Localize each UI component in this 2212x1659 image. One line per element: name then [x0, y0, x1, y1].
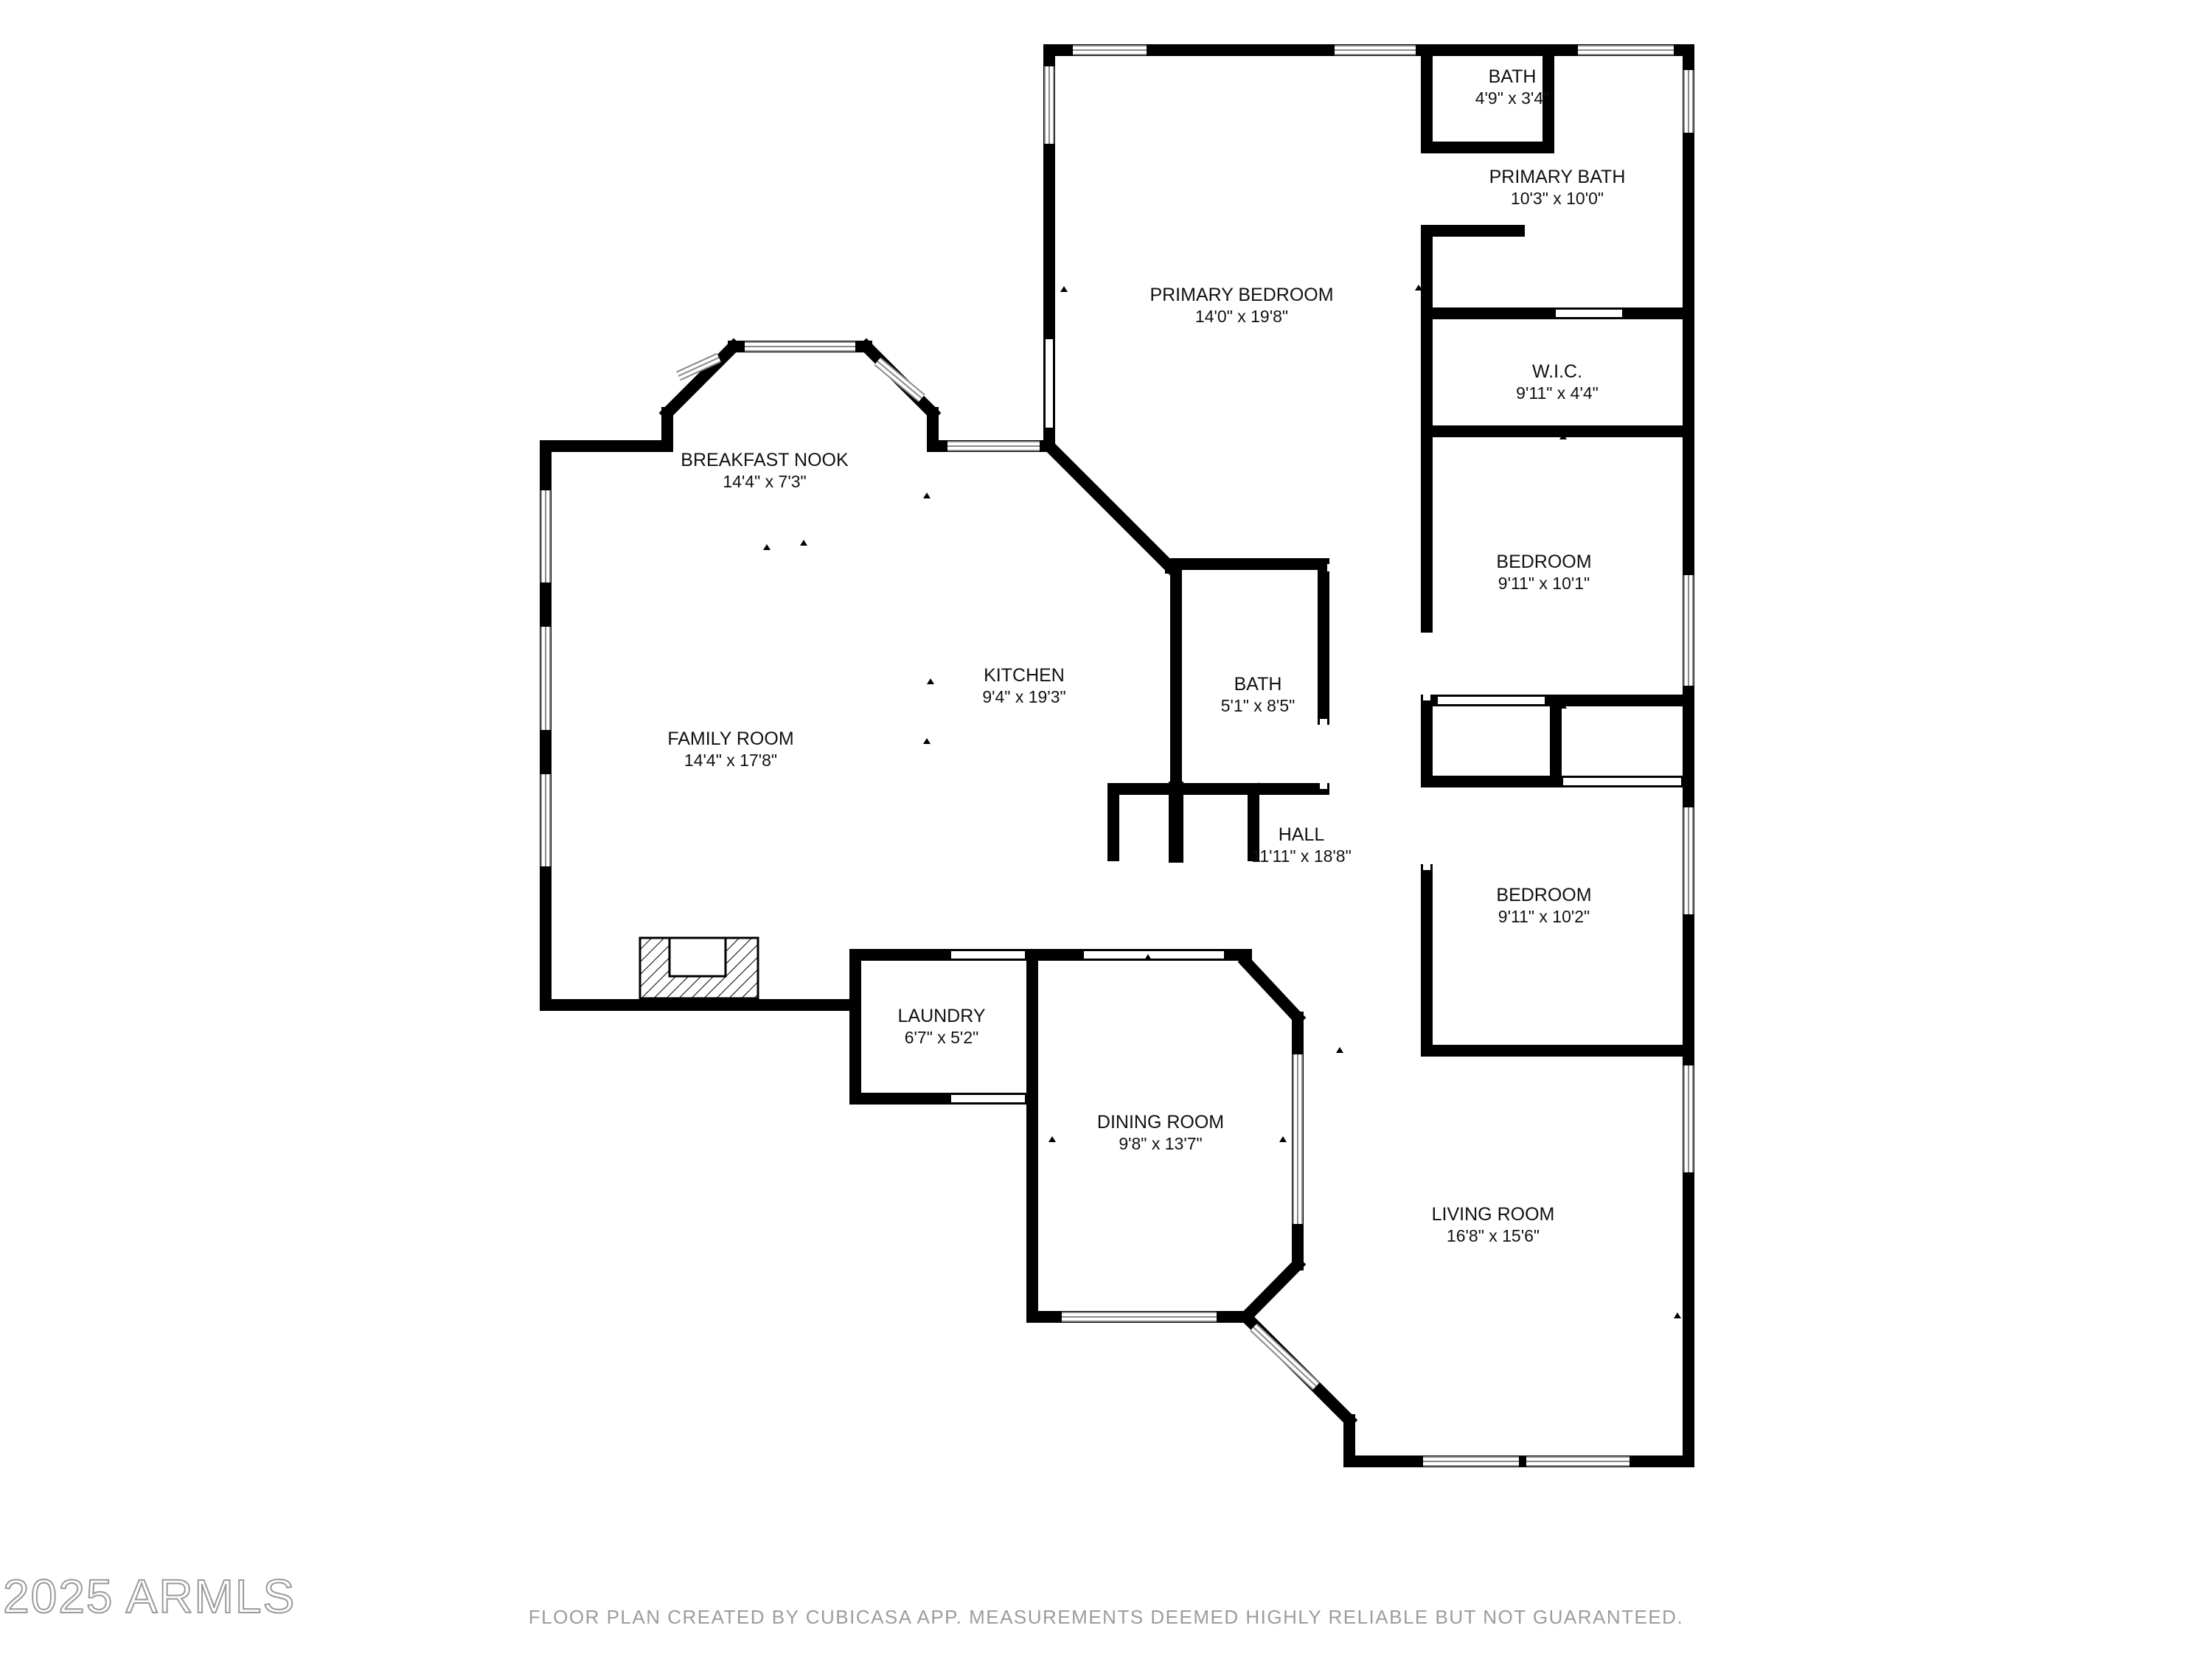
door-marker [1523, 1049, 1530, 1055]
door-marker [1425, 1013, 1432, 1019]
door-marker [1415, 285, 1422, 291]
room-laundry: LAUNDRY 6'7" x 5'2" [897, 1006, 985, 1047]
room-hall: HALL 11'11" x 18'8" [1251, 824, 1352, 866]
room-living-room: LIVING ROOM 16'8" x 15'6" [1432, 1204, 1555, 1245]
watermark: 2025 ARMLS [2, 1569, 296, 1624]
door-marker [923, 493, 931, 498]
door-marker [1425, 897, 1432, 902]
door-marker [923, 738, 931, 744]
window [678, 357, 720, 377]
room-wic: W.I.C. 9'11" x 4'4" [1516, 361, 1599, 403]
wall-segment [658, 338, 742, 422]
door-marker [1425, 566, 1432, 572]
room-name: BEDROOM [1496, 885, 1591, 905]
room-name: HALL [1279, 824, 1325, 845]
room-name: FAMILY ROOM [667, 728, 793, 749]
disclaimer: FLOOR PLAN CREATED BY CUBICASA APP. MEAS… [528, 1606, 1684, 1628]
room-dimensions: 16'8" x 15'6" [1447, 1226, 1540, 1245]
room-primary-bedroom: PRIMARY BEDROOM 14'0" x 19'8" [1150, 285, 1333, 326]
wall-segment [1237, 1256, 1307, 1326]
room-name: BEDROOM [1496, 552, 1591, 572]
room-dimensions: 11'11" x 18'8" [1251, 846, 1352, 866]
door-marker [1144, 954, 1152, 960]
room-dimensions: 9'4" x 19'3" [982, 687, 1065, 706]
room-name: PRIMARY BATH [1489, 167, 1626, 187]
door-marker [800, 540, 807, 546]
door-marker [1674, 1312, 1681, 1318]
wall-segment [1040, 437, 1180, 577]
room-dimensions: 5'1" x 8'5" [1221, 696, 1295, 715]
room-name: W.I.C. [1532, 361, 1582, 382]
room-name: BATH [1489, 66, 1537, 87]
room-dimensions: 10'3" x 10'0" [1511, 189, 1604, 208]
windows [540, 45, 1694, 1467]
window [1253, 1326, 1317, 1387]
room-breakfast-nook: BREAKFAST NOOK 14'4" x 7'3" [681, 450, 849, 491]
room-family-room: FAMILY ROOM 14'4" x 17'8" [667, 728, 793, 770]
door-marker [927, 678, 934, 684]
room-bedroom-1: BEDROOM 9'11" x 10'1" [1496, 552, 1591, 593]
room-name: DINING ROOM [1097, 1112, 1224, 1133]
door-marker [1559, 434, 1567, 439]
door-markers [763, 285, 1681, 1318]
room-dimensions: 4'9" x 3'4" [1475, 88, 1550, 108]
room-dimensions: 14'0" x 19'8" [1195, 307, 1288, 326]
wall-segment [1237, 953, 1307, 1026]
door-marker [763, 544, 771, 550]
room-name: BATH [1234, 674, 1282, 695]
door-marker [1255, 782, 1262, 788]
fireplace [639, 936, 759, 1000]
room-primary-bath: PRIMARY BATH 10'3" x 10'0" [1489, 167, 1626, 208]
room-name: PRIMARY BEDROOM [1150, 285, 1333, 305]
room-dimensions: 6'7" x 5'2" [905, 1028, 979, 1047]
room-dimensions: 9'11" x 10'2" [1498, 907, 1590, 926]
door-marker [1048, 1136, 1056, 1142]
room-name: LIVING ROOM [1432, 1204, 1555, 1225]
room-dining-room: DINING ROOM 9'8" x 13'7" [1097, 1112, 1224, 1153]
room-dimensions: 9'11" x 4'4" [1516, 383, 1599, 403]
door-marker [1559, 703, 1567, 709]
door-marker [1336, 1047, 1343, 1053]
room-dimensions: 9'8" x 13'7" [1119, 1134, 1202, 1153]
room-dimensions: 14'4" x 17'8" [684, 751, 777, 770]
room-bedroom-2: BEDROOM 9'11" x 10'2" [1496, 885, 1591, 926]
door-marker [1248, 560, 1255, 566]
room-name: LAUNDRY [897, 1006, 985, 1026]
room-bath-small: BATH 4'9" x 3'4" [1475, 66, 1550, 108]
room-bath-hall: BATH 5'1" x 8'5" [1221, 674, 1295, 715]
door-marker [1060, 286, 1068, 292]
room-dimensions: 9'11" x 10'1" [1498, 574, 1590, 593]
room-kitchen: KITCHEN 9'4" x 19'3" [982, 665, 1065, 706]
room-dimensions: 14'4" x 7'3" [723, 472, 806, 491]
room-name: BREAKFAST NOOK [681, 450, 849, 470]
door-marker [1279, 1136, 1287, 1142]
window [877, 361, 922, 399]
room-name: KITCHEN [984, 665, 1065, 686]
